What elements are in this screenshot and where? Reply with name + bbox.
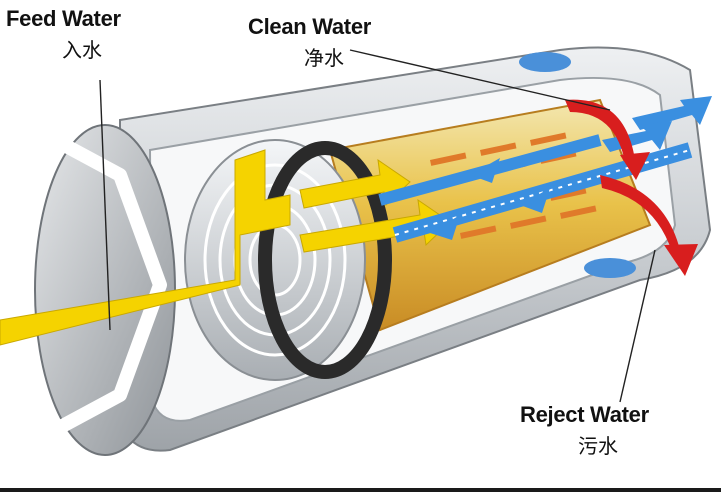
- feed-water-flow: [0, 149, 451, 346]
- end-cap-accent-bottom: [584, 258, 636, 278]
- feed-water-label: Feed Water 入水: [6, 6, 121, 63]
- clean-water-label-en: Clean Water: [248, 14, 372, 39]
- seal-ring: [258, 141, 392, 379]
- left-end-cap: [34, 124, 176, 456]
- feed-water-label-en: Feed Water: [6, 6, 121, 31]
- clean-water-flow: [378, 96, 712, 243]
- feed-water-label-zh: 入水: [62, 38, 102, 62]
- reject-water-label: Reject Water 污水: [520, 402, 649, 459]
- reject-water-label-en: Reject Water: [520, 402, 649, 427]
- pointer-lines: [99, 49, 656, 403]
- end-cap-accent-top: [519, 52, 571, 72]
- clean-water-label: Clean Water 净水: [248, 14, 371, 71]
- bottom-border: [0, 488, 721, 492]
- clean-water-label-zh: 净水: [304, 46, 344, 70]
- spiral-core: [184, 139, 366, 381]
- reject-water-flow: [565, 99, 698, 276]
- reject-water-label-zh: 污水: [578, 434, 618, 458]
- clean-pointer-line: [349, 49, 611, 111]
- reject-pointer-line: [619, 249, 656, 403]
- feed-pointer-line: [99, 79, 111, 331]
